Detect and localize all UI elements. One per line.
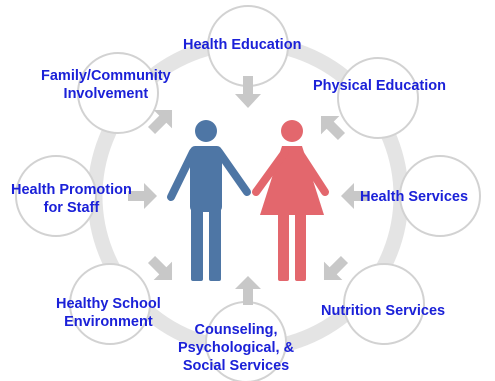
arrow-from-physical-education <box>320 115 346 141</box>
inward-arrows <box>128 76 370 305</box>
component-circles <box>15 5 481 381</box>
arrow-from-nutrition-services <box>323 255 349 281</box>
label-healthy-school-environment: Healthy School Environment <box>56 295 161 331</box>
label-line: Health Services <box>360 189 469 205</box>
circle-healthy-school-environment <box>69 263 151 345</box>
arrow-from-health-promotion-staff <box>128 183 157 209</box>
label-health-education: Health Education <box>183 36 301 54</box>
label-physical-education: Physical Education <box>313 77 446 95</box>
label-line: Nutrition Services <box>321 303 446 319</box>
circle-physical-education <box>337 57 419 139</box>
label-line: Health Education <box>183 37 302 53</box>
label-line: Health Promotion <box>11 182 132 198</box>
arrow-from-health-services <box>341 183 370 209</box>
label-line: Counseling, <box>194 322 278 338</box>
label-line: Healthy School <box>56 296 161 312</box>
label-line: Physical Education <box>313 78 446 94</box>
arrow-from-health-education <box>235 76 261 108</box>
circle-family-community <box>77 52 159 134</box>
circle-health-services <box>399 155 481 237</box>
label-health-promotion-staff: Health Promotion for Staff <box>11 181 132 217</box>
label-counseling: Counseling, Psychological, & Social Serv… <box>178 321 294 375</box>
label-line: Involvement <box>63 86 149 102</box>
circle-health-promotion-staff <box>15 155 97 237</box>
label-health-services: Health Services <box>360 188 468 206</box>
label-line: Environment <box>64 314 153 330</box>
arrow-from-family-community <box>147 109 173 135</box>
label-line: for Staff <box>43 200 100 216</box>
label-line: Psychological, & <box>178 340 295 356</box>
arrow-from-counseling <box>235 276 261 305</box>
label-nutrition-services: Nutrition Services <box>321 302 445 320</box>
circle-nutrition-services <box>343 263 425 345</box>
label-line: Family/Community <box>41 68 171 84</box>
label-line: Social Services <box>182 358 290 374</box>
label-family-community: Family/Community Involvement <box>41 67 171 103</box>
female-figure-icon <box>252 120 329 281</box>
male-figure-icon <box>167 120 251 281</box>
arrow-from-healthy-school-environment <box>147 255 173 281</box>
